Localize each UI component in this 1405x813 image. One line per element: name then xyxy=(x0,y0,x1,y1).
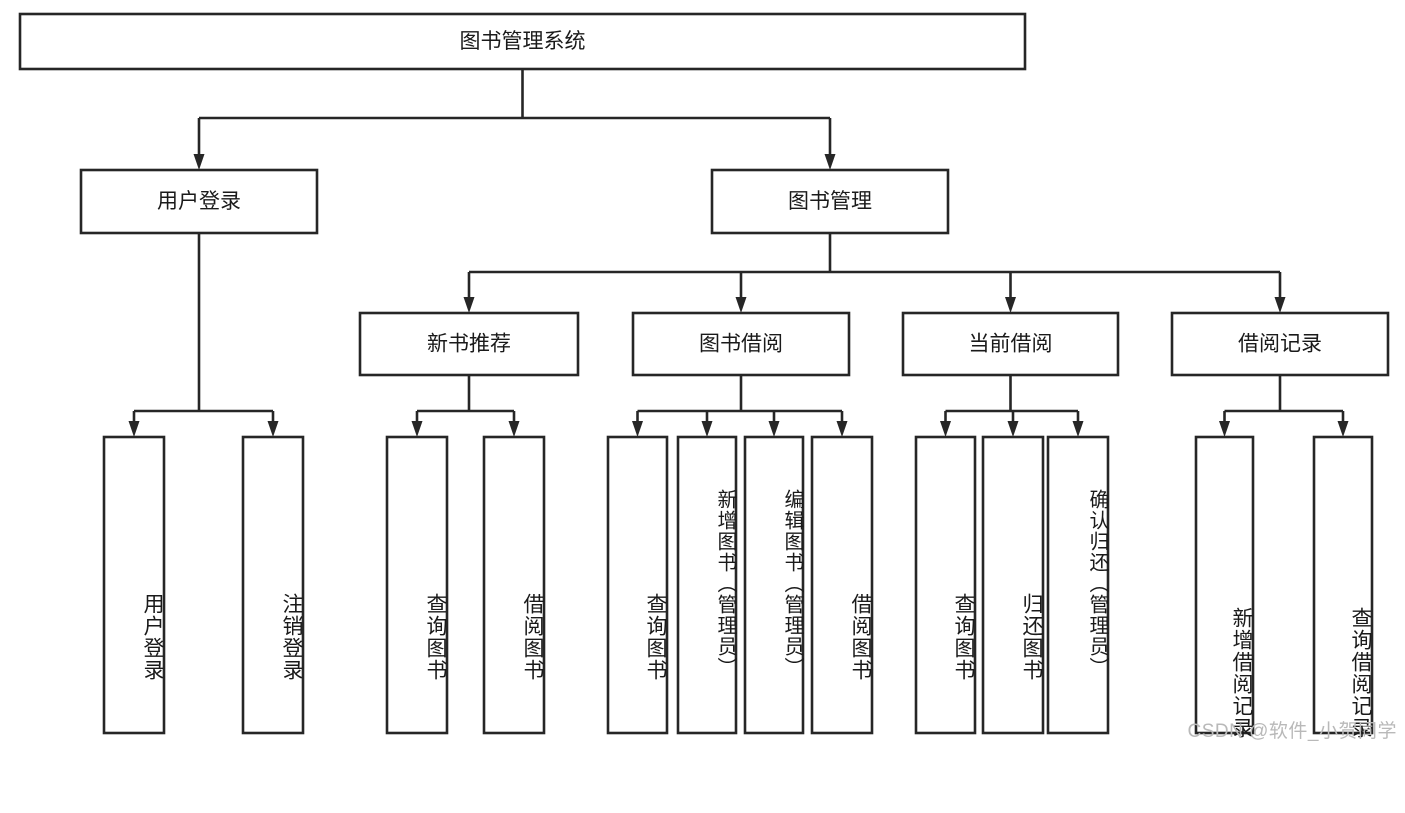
leaf-node-box[interactable] xyxy=(981,435,1045,735)
leaf-node[interactable] xyxy=(241,435,305,735)
arrow-head-icon xyxy=(701,421,713,437)
leaf-node-box[interactable] xyxy=(385,435,449,735)
leaf-node-box[interactable] xyxy=(482,435,546,735)
category-node[interactable] xyxy=(631,311,851,377)
root-node-box[interactable] xyxy=(18,12,1027,71)
leaf-node[interactable] xyxy=(1046,435,1110,735)
watermark-text: CSDN @软件_小贺同学 xyxy=(1187,721,1397,742)
arrow-head-icon xyxy=(1007,421,1019,437)
arrow-head-icon xyxy=(411,421,423,437)
category-node[interactable] xyxy=(1170,311,1390,377)
branch-node-label: 用户登录 xyxy=(157,190,241,213)
leaf-node-box[interactable] xyxy=(676,435,738,735)
leaf-node-box[interactable] xyxy=(743,435,805,735)
branch-node[interactable] xyxy=(79,168,319,235)
category-node[interactable] xyxy=(901,311,1120,377)
arrow-head-icon xyxy=(508,421,520,437)
arrow-head-icon xyxy=(1274,297,1286,313)
leaf-node[interactable] xyxy=(102,435,166,735)
arrow-head-icon xyxy=(1337,421,1349,437)
branch-node[interactable] xyxy=(710,168,950,235)
category-node-label: 新书推荐 xyxy=(427,333,511,356)
category-node-box[interactable] xyxy=(631,311,851,377)
category-node-label: 当前借阅 xyxy=(969,333,1053,356)
branch-node-box[interactable] xyxy=(710,168,950,235)
leaf-node-box[interactable] xyxy=(810,435,874,735)
category-node-label: 借阅记录 xyxy=(1238,333,1322,356)
leaf-node[interactable] xyxy=(676,435,738,735)
category-node[interactable] xyxy=(358,311,580,377)
leaf-node-box[interactable] xyxy=(1194,435,1255,735)
root-node[interactable] xyxy=(18,12,1027,71)
arrow-head-icon xyxy=(463,297,475,313)
arrow-head-icon xyxy=(1072,421,1084,437)
leaf-node[interactable] xyxy=(810,435,874,735)
category-node-box[interactable] xyxy=(358,311,580,377)
leaf-node[interactable] xyxy=(385,435,449,735)
arrow-head-icon xyxy=(768,421,780,437)
flowchart-diagram: 图书管理系统用户登录图书管理新书推荐图书借阅当前借阅借阅记录 用户登录注销登录查… xyxy=(18,12,1397,742)
leaf-node-box[interactable] xyxy=(241,435,305,735)
branch-node-box[interactable] xyxy=(79,168,319,235)
category-node-label: 图书借阅 xyxy=(699,333,783,356)
leaf-node[interactable] xyxy=(743,435,805,735)
arrow-head-icon xyxy=(267,421,279,437)
arrow-head-icon xyxy=(128,421,140,437)
arrow-head-icon xyxy=(940,421,951,437)
root-node-label: 图书管理系统 xyxy=(460,30,586,53)
leaf-node[interactable] xyxy=(1194,435,1255,735)
branch-node-label: 图书管理 xyxy=(788,190,872,213)
leaf-node[interactable] xyxy=(981,435,1045,735)
arrow-head-icon xyxy=(836,421,848,437)
arrow-head-icon xyxy=(632,421,643,437)
arrow-head-icon xyxy=(1005,297,1016,313)
leaf-node-box[interactable] xyxy=(1046,435,1110,735)
leaf-node[interactable] xyxy=(606,435,669,735)
arrow-head-icon xyxy=(824,154,836,170)
arrow-head-icon xyxy=(193,154,205,170)
category-node-box[interactable] xyxy=(1170,311,1390,377)
category-node-box[interactable] xyxy=(901,311,1120,377)
arrow-head-icon xyxy=(735,297,747,313)
arrow-head-icon xyxy=(1219,421,1230,437)
leaf-node-box[interactable] xyxy=(102,435,166,735)
leaf-node[interactable] xyxy=(1312,435,1374,735)
leaf-node-box[interactable] xyxy=(606,435,669,735)
leaf-node-box[interactable] xyxy=(1312,435,1374,735)
leaf-node[interactable] xyxy=(914,435,977,735)
leaf-node[interactable] xyxy=(482,435,546,735)
leaf-node-box[interactable] xyxy=(914,435,977,735)
